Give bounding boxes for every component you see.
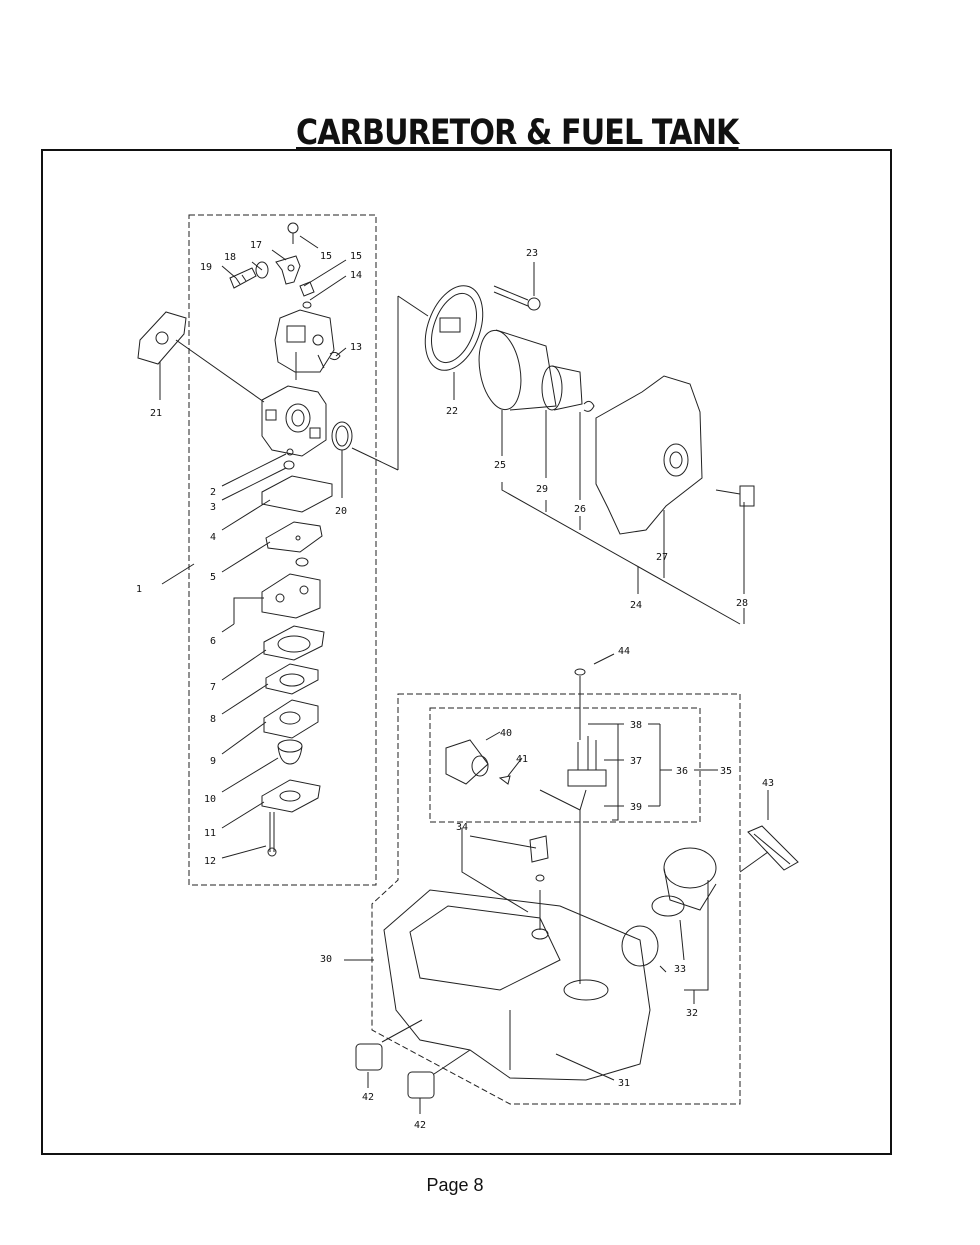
callout-3: 3	[210, 502, 216, 513]
part-22	[424, 285, 484, 371]
callout-42a: 42	[362, 1092, 374, 1103]
leader-lines	[159, 235, 769, 1114]
callout-6: 6	[210, 636, 216, 647]
part-23	[493, 285, 541, 311]
part-2	[286, 448, 294, 456]
part-42-b	[407, 1071, 435, 1099]
fuel-line-group-box	[429, 707, 701, 823]
callout-8: 8	[210, 714, 216, 725]
callout-19: 19	[200, 262, 212, 273]
callout-35: 35	[720, 766, 732, 777]
callout-23: 23	[526, 248, 538, 259]
callout-17: 17	[250, 240, 262, 251]
callout-11: 11	[204, 828, 216, 839]
part-cap	[621, 847, 717, 967]
part-6	[261, 557, 321, 619]
part-25	[478, 329, 557, 411]
part-34	[529, 835, 549, 940]
part-4	[261, 475, 333, 513]
part-20	[331, 421, 353, 451]
callout-2: 2	[210, 487, 216, 498]
callout-7: 7	[210, 682, 216, 693]
part-12	[267, 812, 277, 857]
callout-36: 36	[676, 766, 688, 777]
part-fuel-tank	[383, 889, 651, 1081]
callout-15b: 15	[320, 251, 332, 262]
part-13	[329, 351, 341, 361]
callout-14: 14	[350, 270, 362, 281]
part-27	[595, 375, 703, 535]
part-21	[137, 311, 187, 365]
callout-13: 13	[350, 342, 362, 353]
part-carburetor-body	[261, 385, 327, 457]
callout-28: 28	[736, 598, 748, 609]
callout-31: 31	[618, 1078, 630, 1089]
part-fuel-lines	[539, 736, 607, 811]
callout-33: 33	[674, 964, 686, 975]
callout-4: 4	[210, 532, 216, 543]
callout-12: 12	[204, 856, 216, 867]
part-42-a	[355, 1043, 383, 1071]
callout-9: 9	[210, 756, 216, 767]
callout-15: 15	[350, 251, 362, 262]
part-15	[299, 281, 315, 297]
callout-34: 34	[456, 822, 468, 833]
callout-1: 1	[136, 584, 142, 595]
callout-38: 38	[630, 720, 642, 731]
part-10	[277, 739, 303, 765]
part-carburetor-upper	[274, 309, 335, 380]
part-8	[265, 663, 319, 695]
part-9	[263, 699, 319, 739]
part-5	[265, 521, 323, 553]
callout-27: 27	[656, 552, 668, 563]
callout-25: 25	[494, 460, 506, 471]
part-28	[715, 485, 755, 507]
part-43	[747, 825, 799, 871]
callout-5: 5	[210, 572, 216, 583]
callout-40: 40	[500, 728, 512, 739]
callout-20: 20	[335, 506, 347, 517]
callout-labels: 1 2 3 4 5 6 7 8 9 10 11 12 13 14 15 15 1…	[136, 240, 774, 1131]
part-41	[498, 775, 511, 785]
callout-26: 26	[574, 504, 586, 515]
callout-42b: 42	[414, 1120, 426, 1131]
part-3	[283, 460, 295, 470]
part-29	[541, 365, 583, 411]
part-11	[261, 779, 321, 813]
callout-39: 39	[630, 802, 642, 813]
page-number: Page 8	[426, 1175, 484, 1195]
callout-18: 18	[224, 252, 236, 263]
part-44	[574, 668, 586, 676]
part-14	[302, 301, 312, 309]
callout-22: 22	[446, 406, 458, 417]
part-7	[263, 625, 325, 661]
callout-32: 32	[686, 1008, 698, 1019]
callout-24: 24	[630, 600, 642, 611]
callout-10: 10	[204, 794, 216, 805]
part-26	[583, 400, 595, 412]
callout-44: 44	[618, 646, 630, 657]
callout-41: 41	[516, 754, 528, 765]
part-screw-19	[229, 267, 257, 289]
diagram-frame	[41, 149, 892, 1155]
callout-43: 43	[762, 778, 774, 789]
callout-21: 21	[150, 408, 162, 419]
fuel-tank-group-box	[371, 693, 741, 1105]
part-bracket-17	[275, 255, 301, 285]
part-40	[445, 739, 489, 785]
callout-29: 29	[536, 484, 548, 495]
carburetor-group-box	[188, 214, 377, 886]
callout-37: 37	[630, 756, 642, 767]
part-screw-16	[287, 222, 299, 244]
callout-30: 30	[320, 954, 332, 965]
part-nut-18	[255, 261, 269, 279]
